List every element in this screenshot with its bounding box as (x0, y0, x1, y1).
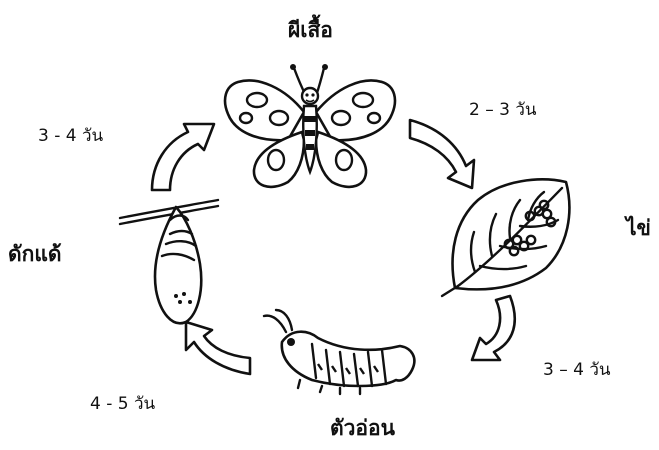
arrow-butterfly-to-egg (410, 120, 474, 188)
stage-label-larva: ตัวอ่อน (330, 412, 395, 445)
arrow-egg-to-larva (472, 296, 515, 360)
duration-larva-to-pupa: 4 - 5 วัน (90, 390, 155, 417)
arrow-pupa-to-butterfly (152, 124, 214, 190)
duration-butterfly-to-egg: 2 – 3 วัน (469, 96, 537, 123)
leaf-with-eggs-illustration (442, 179, 569, 296)
caterpillar-illustration (264, 310, 414, 394)
duration-egg-to-larva: 3 – 4 วัน (543, 356, 611, 383)
duration-pupa-to-butterfly: 3 - 4 วัน (38, 122, 103, 149)
stage-label-pupa: ดักแด้ (8, 238, 62, 271)
stage-label-egg: ไข่ (626, 212, 651, 245)
stage-label-butterfly: ผีเสื้อ (288, 14, 333, 47)
arrow-larva-to-pupa (186, 322, 250, 374)
butterfly-illustration (225, 64, 395, 187)
chrysalis-illustration (120, 200, 218, 323)
